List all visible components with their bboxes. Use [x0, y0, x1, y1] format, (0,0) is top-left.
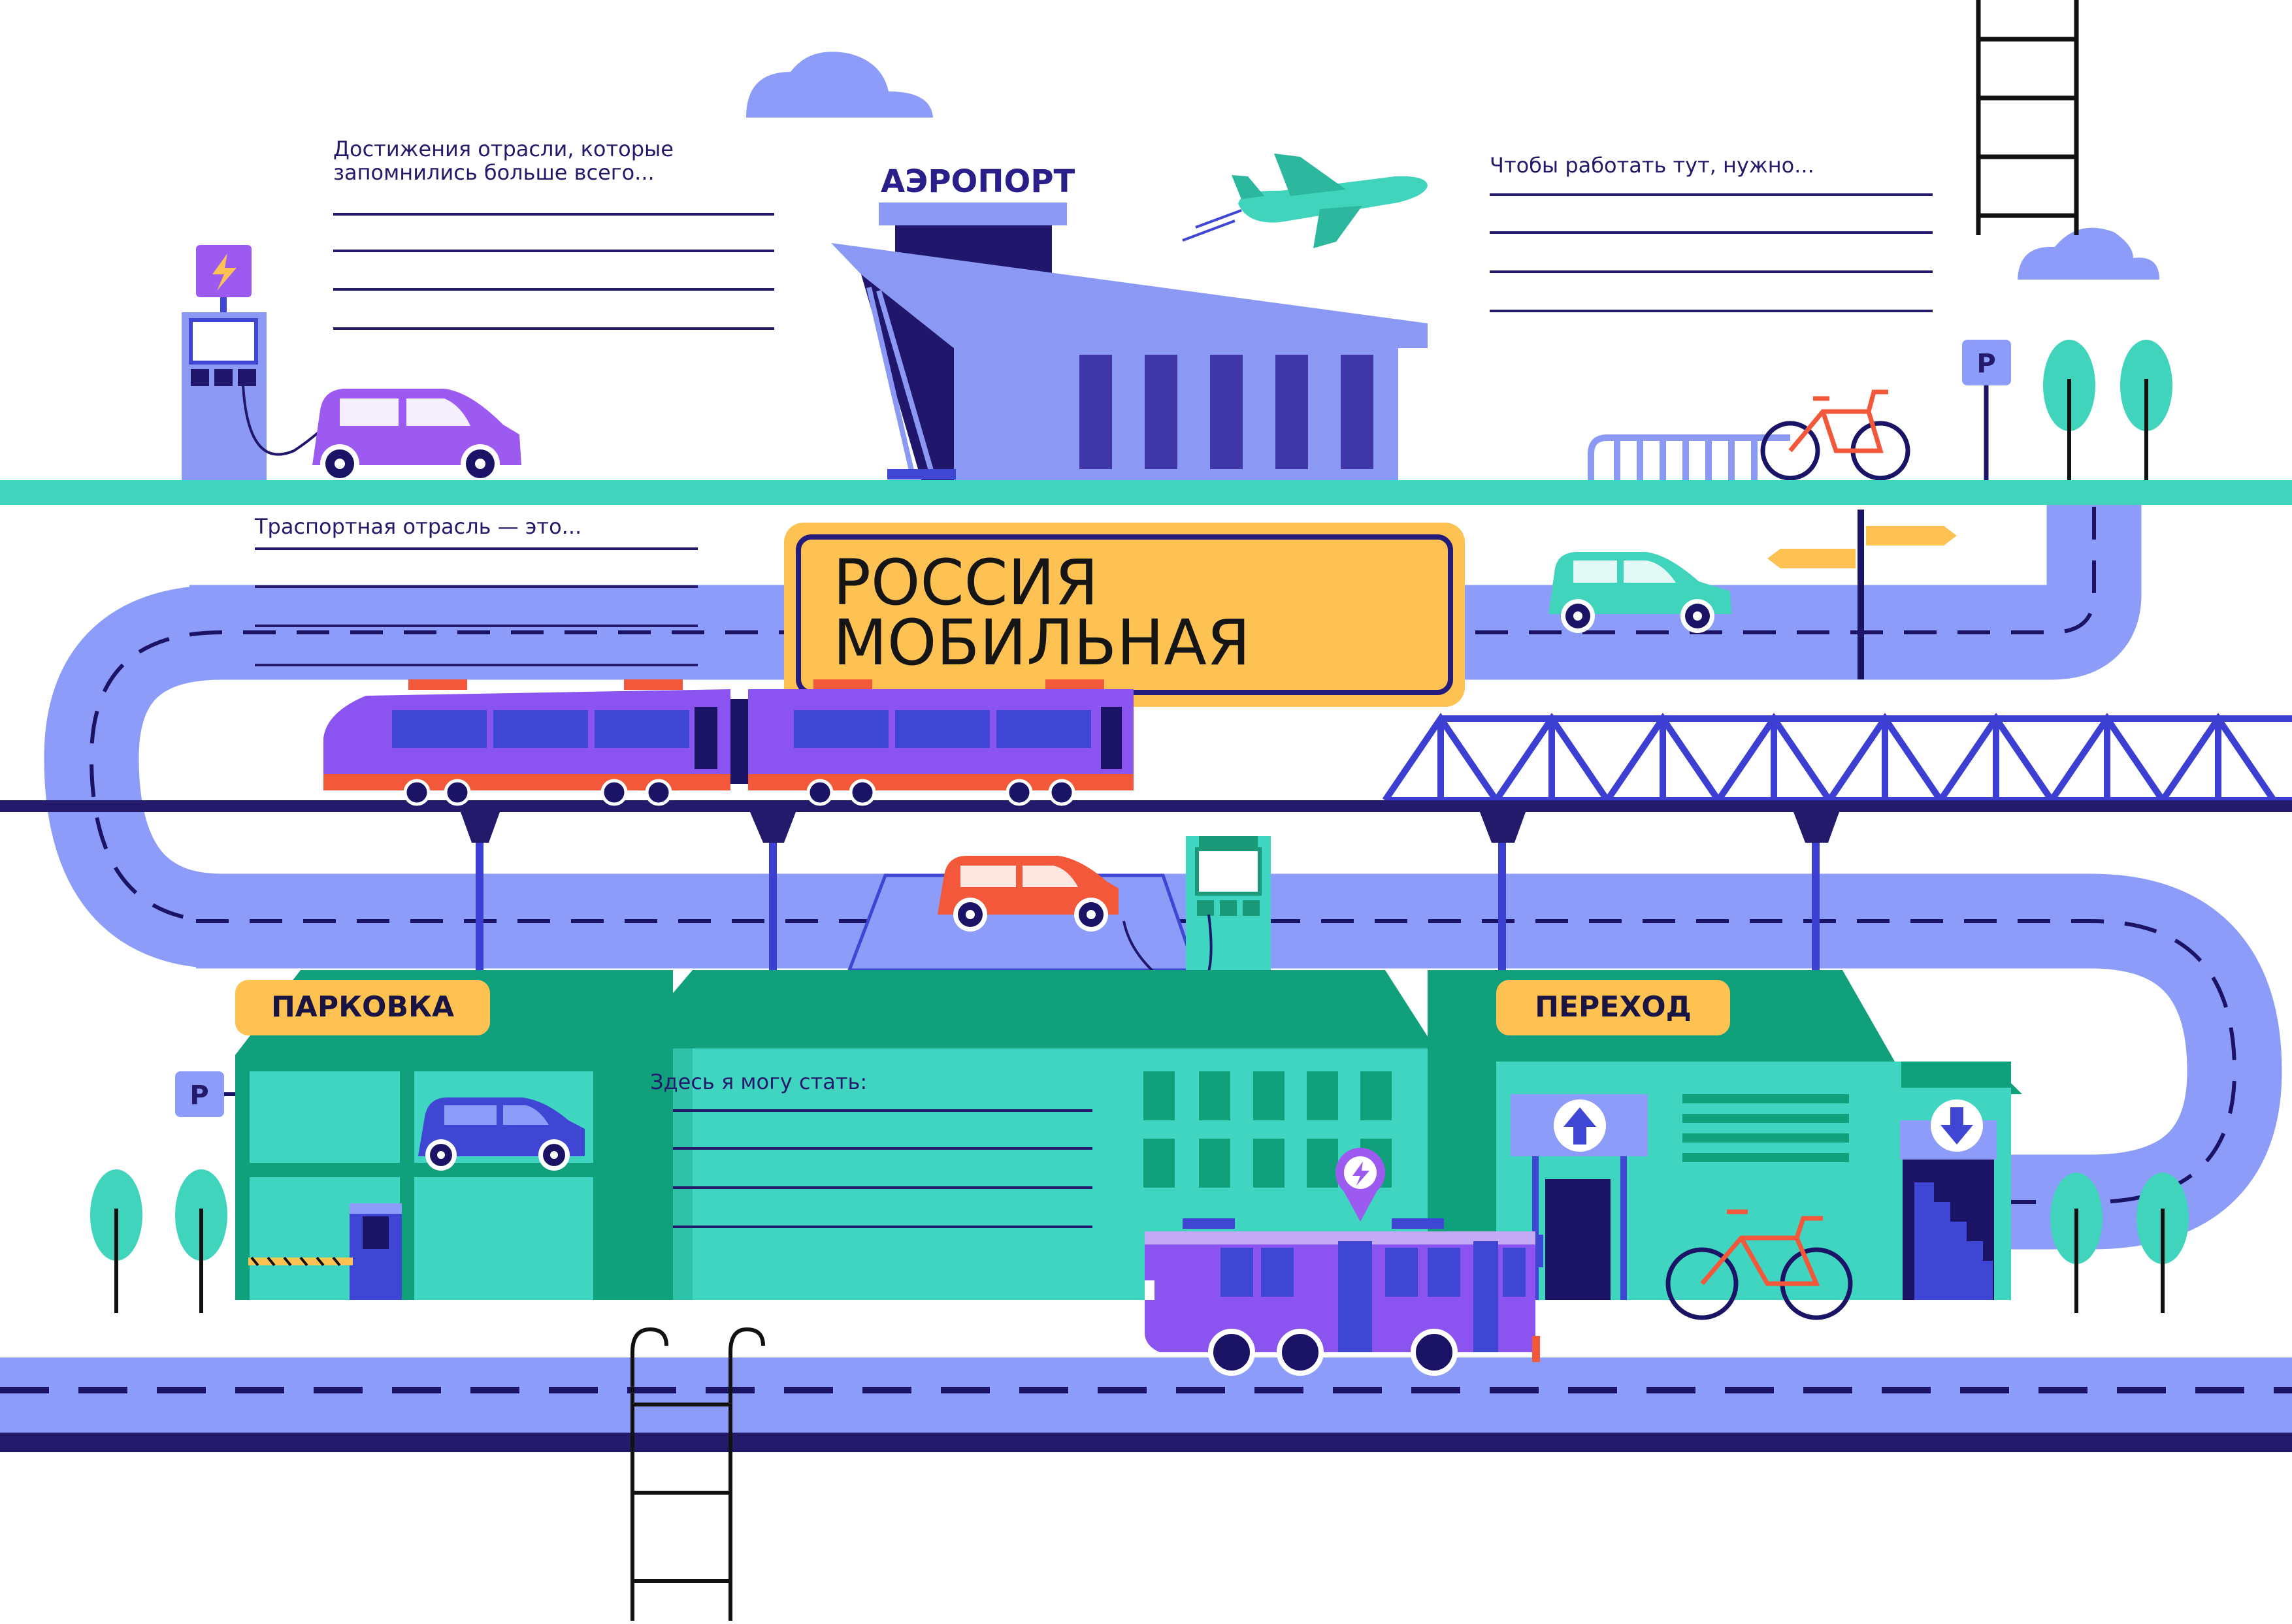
bicycle-icon	[1760, 389, 1910, 481]
airplane-icon	[1182, 154, 1428, 248]
tree-icon	[90, 1169, 142, 1313]
bus-icon	[1145, 1218, 1543, 1376]
airport-building	[831, 203, 1428, 480]
note-lines-become	[650, 1109, 1092, 1228]
parking-sign-label: P	[1976, 349, 1995, 379]
road-bottom-edge	[0, 1433, 2292, 1452]
bicycle-icon	[1665, 1209, 1853, 1320]
note-lines-requirements	[1490, 193, 1933, 312]
parking-badge-bg	[235, 980, 490, 1035]
parking-sign-top: P	[1962, 340, 2011, 480]
location-pin-icon	[1335, 1148, 1385, 1222]
road-upper	[189, 505, 2142, 680]
direction-signpost	[1767, 510, 1957, 679]
road-bottom	[0, 1357, 2292, 1433]
tree-icon	[175, 1169, 227, 1313]
ground-line	[0, 480, 2292, 505]
railway-track	[0, 800, 2292, 812]
lightning-icon	[212, 253, 237, 291]
ladder-icon	[630, 1327, 765, 1621]
charging-station	[182, 245, 328, 481]
note-become: Здесь я могу стать:	[650, 1069, 868, 1094]
crossing-badge: ПЕРЕХОД	[1535, 990, 1692, 1024]
crossing-building	[1428, 970, 2022, 1300]
cloud-icon	[746, 52, 933, 118]
note-achievements: Достижения отрасли, которые запомнились …	[333, 137, 674, 185]
tree-icon	[2050, 1173, 2103, 1313]
parking-badge: ПАРКОВКА	[270, 990, 455, 1024]
cloud-icon	[2018, 227, 2159, 280]
car-teal	[1548, 552, 1731, 633]
fence	[1588, 434, 1790, 480]
parking-sign-left: P	[175, 1071, 235, 1117]
train-icon	[323, 679, 1134, 806]
crossing-badge-bg	[1496, 980, 1730, 1035]
tree-icon	[2136, 1173, 2189, 1313]
arrow-up-icon	[1554, 1099, 1606, 1152]
title-line-1: РОССИЯ	[833, 546, 1099, 619]
car-purple	[312, 389, 521, 483]
title-line-2: МОБИЛЬНАЯ	[833, 606, 1251, 679]
tree-icon	[2120, 340, 2172, 480]
airport-label: АЭРОПОРТ	[881, 163, 1075, 200]
note-lines-industry	[255, 547, 698, 666]
note-industry: Траспортная отрасль — это...	[255, 514, 582, 539]
car-blue	[418, 1097, 585, 1171]
tree-icon	[2043, 340, 2095, 480]
parking-garage	[235, 970, 673, 1300]
road-left-curve	[44, 585, 223, 969]
arrow-down-icon	[1931, 1099, 1983, 1152]
parking-sign-label: P	[189, 1080, 208, 1111]
note-requirements: Чтобы работать тут, нужно...	[1490, 153, 1814, 178]
bridge-truss	[1382, 713, 2292, 806]
car-red	[938, 856, 1119, 932]
ladder-icon	[1976, 0, 2079, 235]
note-lines-achievements	[333, 213, 774, 330]
